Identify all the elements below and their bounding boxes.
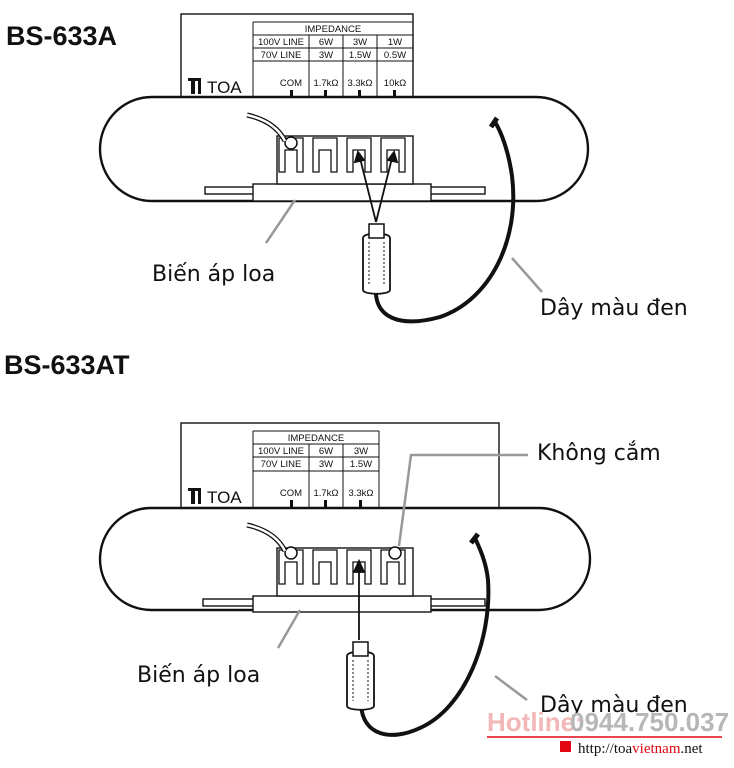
black-wire [373, 120, 516, 324]
label-plate [180, 13, 414, 101]
row-label-100v: 100V LINE [258, 446, 304, 457]
cell-100v-6w: 6W [319, 446, 333, 457]
terminals [278, 137, 406, 173]
cell-100v-3w: 3W [354, 446, 368, 457]
com-lead-terminal [284, 136, 298, 150]
cell-70v-1-5w: 1.5W [349, 50, 371, 61]
toa-logo: TOA [207, 488, 242, 507]
cell-70v-3w: 3W [319, 459, 333, 470]
toa-logo-icon [188, 78, 201, 94]
tap-com: COM [280, 78, 302, 89]
impedance-table [252, 430, 380, 511]
wire-plug [346, 641, 375, 711]
cell-70v-0-5w: 0.5W [384, 50, 406, 61]
com-lead-terminal [284, 546, 298, 560]
callout-transformer: Biến áp loa [152, 262, 275, 287]
tap-3-3k: 3.3kΩ [348, 488, 373, 499]
unused-terminal-cap [388, 546, 402, 560]
diagram-bs-633at: BS-633AT IMPEDANCE 100V LINE 6W 3W 70V L… [4, 350, 688, 737]
impedance-header: IMPEDANCE [288, 433, 344, 444]
tap-markers [290, 90, 396, 97]
toa-logo-icon [560, 741, 571, 752]
wire-plug [362, 223, 391, 295]
url-brand: vietnam [632, 741, 681, 757]
url-suffix: .net [681, 741, 704, 757]
callout-transformer: Biến áp loa [137, 663, 260, 688]
black-wire-pointer [494, 675, 528, 701]
tap-1-7k: 1.7kΩ [313, 488, 338, 499]
black-wire-end [469, 532, 480, 545]
toa-logo: TOA [207, 78, 242, 97]
black-wire-pointer [511, 257, 543, 293]
toa-logo-icon [188, 488, 201, 504]
row-label-100v: 100V LINE [258, 37, 304, 48]
black-wire [359, 537, 491, 737]
transformer-pointer [264, 199, 297, 244]
cell-70v-3w: 3W [319, 50, 333, 61]
tap-3-3k: 3.3kΩ [347, 78, 372, 89]
hotline-label: Hotline: [487, 707, 584, 737]
black-wire-end [488, 116, 500, 129]
tap-markers [290, 500, 362, 507]
terminals [278, 549, 406, 585]
hotline-number: 0944.750.037 [570, 707, 729, 737]
transformer-pointer [276, 609, 302, 649]
not-plugged-pointer [397, 453, 528, 547]
tap-com: COM [280, 488, 302, 499]
row-label-70v: 70V LINE [261, 459, 302, 470]
url-prefix: http://toa [578, 741, 633, 757]
label-plate [180, 422, 500, 512]
title-bs-633at: BS-633AT [4, 350, 130, 380]
tap-10k: 10kΩ [384, 78, 406, 89]
title-bs-633a: BS-633A [6, 21, 117, 51]
watermark: Hotline: 0944.750.037 http://toavietnam.… [487, 707, 729, 757]
impedance-table [252, 21, 413, 100]
callout-black-wire: Dây màu đen [540, 296, 688, 321]
cell-100v-6w: 6W [319, 37, 333, 48]
row-label-70v: 70V LINE [261, 50, 302, 61]
impedance-header: IMPEDANCE [305, 24, 361, 35]
tap-arrow [352, 558, 366, 640]
url-link[interactable]: http://toavietnam.net [578, 741, 703, 757]
cell-100v-1w: 1W [388, 37, 402, 48]
tap-1-7k: 1.7kΩ [313, 78, 338, 89]
diagram-bs-633a: BS-633A IMPEDANCE 100V LINE 6W 3W 1W 70V… [6, 13, 688, 324]
callout-not-plugged: Không cắm [537, 441, 661, 466]
callout-black-wire: Dây màu đen [540, 693, 688, 718]
tap-arrows [353, 150, 399, 223]
cell-70v-1-5w: 1.5W [350, 459, 372, 470]
cell-100v-3w: 3W [353, 37, 367, 48]
